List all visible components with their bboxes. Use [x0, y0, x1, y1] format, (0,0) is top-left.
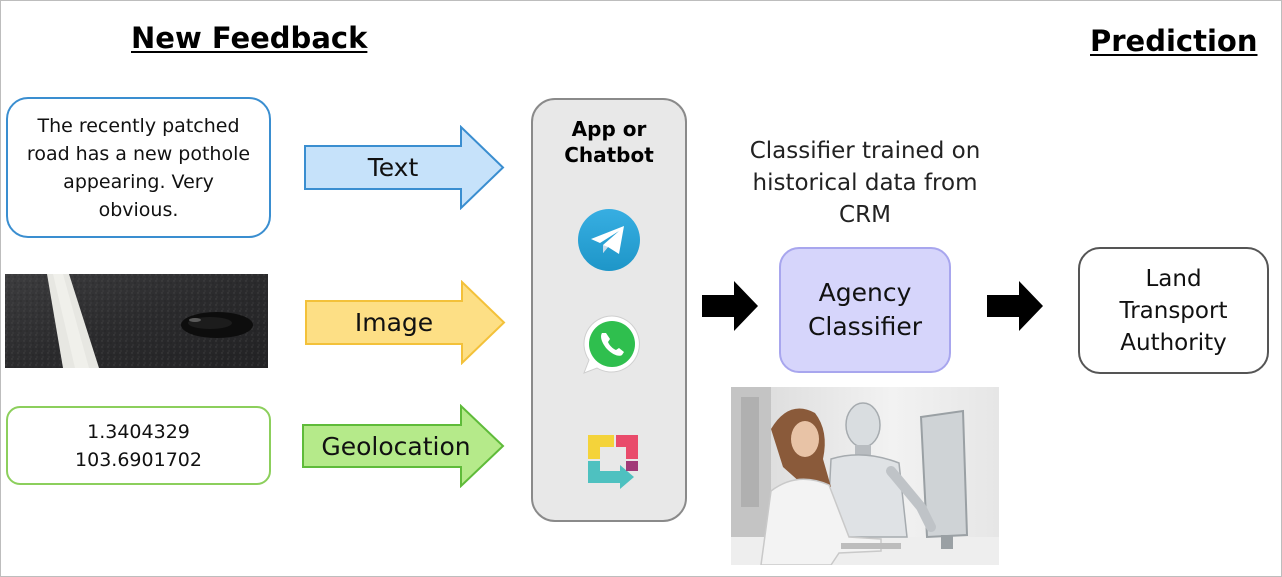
longitude-value: 103.6901702 [75, 448, 202, 471]
classifier-caption: Classifier trained on historical data fr… [749, 138, 981, 228]
latitude-value: 1.3404329 [87, 420, 190, 443]
image-arrow: Image [304, 279, 506, 366]
prediction-agency-box: Land Transport Authority [1078, 247, 1269, 374]
black-arrow-to-prediction [987, 281, 1043, 331]
geolocation-arrow-shape [302, 403, 505, 489]
text-arrow-label: Text [367, 153, 419, 182]
geolocation-box: 1.3404329 103.6901702 [6, 406, 271, 485]
pothole-road-image [5, 274, 268, 368]
geolocation-arrow-label: Geolocation [321, 431, 471, 461]
geolocation-arrow: Geolocation [301, 403, 505, 489]
image-arrow-shape [305, 279, 506, 366]
prediction-agency-label: Land Transport Authority [1119, 265, 1228, 356]
black-arrow-to-classifier [702, 281, 758, 331]
text-arrow-shape [304, 124, 505, 211]
text-feedback-box: The recently patched road has a new poth… [6, 97, 271, 238]
text-feedback-content: The recently patched road has a new poth… [26, 114, 251, 221]
whatsapp-icon [583, 315, 640, 374]
app-or-chatbot-title: App or Chatbot [564, 117, 654, 167]
app-or-chatbot-panel: App or Chatbot [531, 98, 687, 522]
prediction-heading: Prediction [1090, 24, 1258, 58]
feedback-app-icon [588, 435, 638, 489]
telegram-icon [578, 209, 640, 271]
new-feedback-heading: New Feedback [131, 21, 368, 55]
image-arrow-label: Image [354, 308, 434, 337]
agency-classifier-label: Agency Classifier [807, 278, 923, 341]
text-arrow: Text [303, 124, 505, 211]
agency-classifier-box: Agency Classifier [779, 247, 951, 373]
human-and-robot-image [731, 387, 999, 565]
